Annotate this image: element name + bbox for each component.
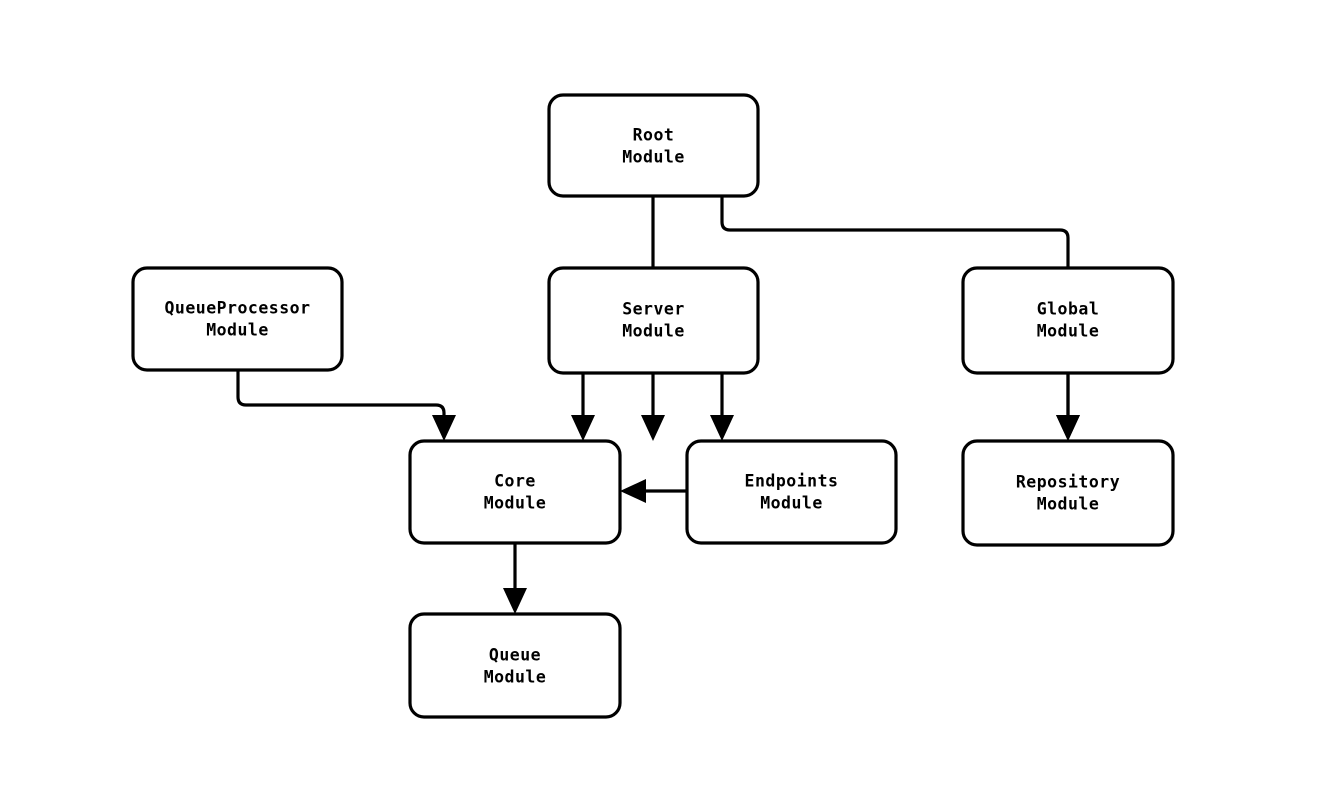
node-queue[interactable]: Queue Module — [408, 612, 622, 719]
edge-global-to-repository — [1056, 373, 1080, 441]
node-label-line1: Repository — [1016, 473, 1120, 492]
arrow-head-icon — [641, 415, 665, 441]
node-label-line2: Module — [206, 321, 269, 340]
edge-core-to-queue — [503, 543, 527, 614]
node-box[interactable] — [547, 266, 760, 375]
arrow-head-icon — [432, 415, 456, 441]
edge-line — [720, 196, 1070, 427]
node-label-line2: Module — [1037, 322, 1100, 341]
node-box[interactable] — [408, 439, 622, 545]
node-label-line1: Core — [494, 472, 536, 491]
node-label-line2: Module — [622, 148, 685, 167]
node-box[interactable] — [685, 439, 898, 545]
arrow-head-icon — [571, 415, 595, 441]
node-repository[interactable]: Repository Module — [961, 439, 1175, 547]
edge-layer — [236, 196, 1080, 614]
edge-endpoints-to-core — [620, 479, 687, 503]
node-box[interactable] — [547, 93, 760, 198]
node-label-line1: QueueProcessor — [164, 299, 310, 318]
edge-queueprocessor-to-core — [236, 370, 456, 441]
node-box[interactable] — [408, 612, 622, 719]
node-label-line1: Global — [1037, 300, 1100, 319]
edge-line — [236, 370, 446, 427]
arrow-head-icon — [710, 415, 734, 441]
node-core[interactable]: Core Module — [408, 439, 622, 545]
arrow-head-icon — [1056, 415, 1080, 441]
node-global[interactable]: Global Module — [961, 266, 1175, 375]
arrow-head-icon — [503, 588, 527, 614]
node-box[interactable] — [961, 266, 1175, 375]
node-box[interactable] — [131, 266, 344, 372]
node-label-line2: Module — [760, 494, 823, 513]
node-label-line1: Root — [633, 126, 675, 145]
node-label-line2: Module — [1037, 495, 1100, 514]
node-layer: Root Module QueueProcessor Module Server… — [131, 93, 1175, 719]
node-label-line2: Module — [484, 668, 547, 687]
node-server[interactable]: Server Module — [547, 266, 760, 375]
node-root[interactable]: Root Module — [547, 93, 760, 198]
node-label-line1: Endpoints — [745, 472, 839, 491]
edge-server-to-core — [571, 373, 595, 441]
node-endpoints[interactable]: Endpoints Module — [685, 439, 898, 545]
node-label-line1: Queue — [489, 646, 541, 665]
edge-server-to-endpoints — [710, 373, 734, 441]
node-box[interactable] — [961, 439, 1175, 547]
node-label-line2: Module — [484, 494, 547, 513]
node-label-line1: Server — [622, 300, 685, 319]
node-queueprocessor[interactable]: QueueProcessor Module — [131, 266, 344, 372]
arrow-head-icon — [620, 479, 646, 503]
node-label-line2: Module — [622, 322, 685, 341]
